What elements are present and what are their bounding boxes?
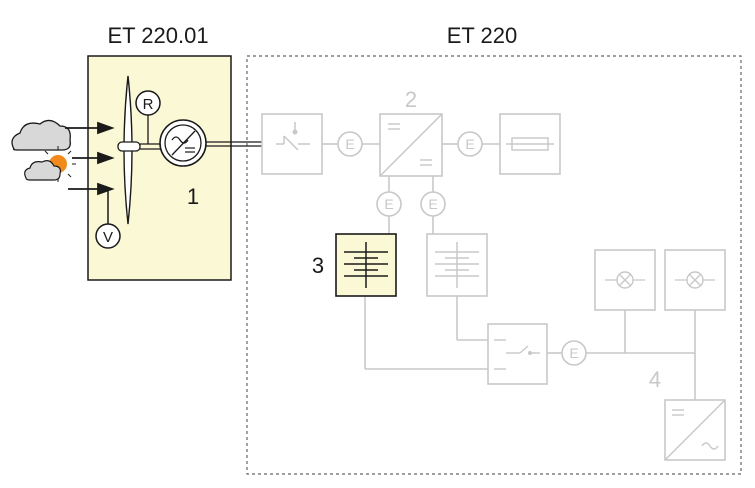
wind-arrow-icon	[65, 121, 115, 196]
battery-icon	[426, 233, 488, 297]
battery-icon	[335, 233, 397, 297]
energy-meter-label: E	[428, 196, 437, 212]
cloud-icon	[11, 119, 71, 151]
energy-meter-label: E	[569, 345, 578, 361]
system-frame	[246, 55, 742, 475]
switch-icon	[487, 323, 548, 385]
grey-wiring	[322, 143, 696, 400]
module-heading: ET 220.01	[107, 23, 208, 48]
energy-meters	[337, 131, 587, 366]
lamp-icon	[594, 249, 656, 311]
energy-meter-label: E	[384, 196, 393, 212]
component-number-2: 2	[405, 87, 417, 112]
lamp-icon	[664, 249, 726, 311]
component-number-4: 4	[649, 367, 661, 392]
rotor-icon	[117, 75, 160, 225]
rpm-label: R	[143, 96, 154, 113]
component-number-3: 3	[312, 253, 324, 278]
rpm-sensor	[135, 90, 161, 116]
converter-icon	[379, 113, 443, 177]
system-heading: ET 220	[447, 23, 518, 48]
generator-icon	[159, 119, 207, 167]
component-number-1: 1	[187, 184, 199, 209]
energy-meter-label: E	[345, 136, 354, 152]
wind-speed-label: V	[103, 229, 113, 246]
energy-meter-label: E	[465, 136, 474, 152]
wind-speed-sensor	[95, 223, 121, 249]
heater-icon	[499, 113, 561, 175]
inverter-icon	[664, 399, 726, 461]
switch-icon	[261, 113, 323, 175]
sun-cloud-icon	[24, 146, 76, 182]
